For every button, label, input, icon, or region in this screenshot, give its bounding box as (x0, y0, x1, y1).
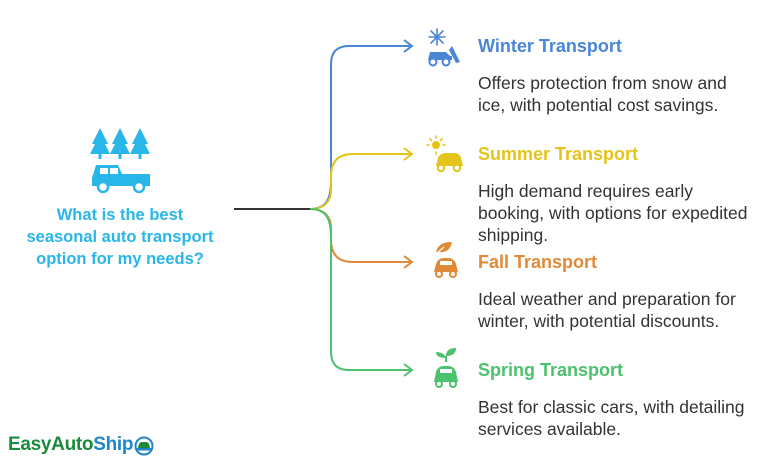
central-question: What is the best seasonal auto transport… (26, 206, 214, 268)
logo-part-ship: Ship (93, 434, 134, 455)
summer-arrowhead (403, 147, 414, 161)
fall-connector (309, 208, 410, 263)
fall-description: Ideal weather and preparation for winter… (478, 289, 736, 331)
sprout-car-icon (434, 348, 458, 388)
snow-truck-icon (428, 28, 460, 67)
spring-connector (309, 208, 410, 371)
logo-car-icon (134, 436, 154, 456)
fall-arrowhead (403, 255, 414, 269)
fall-title: Fall Transport (478, 252, 598, 272)
spring-title: Spring Transport (478, 360, 624, 380)
sun-car-icon (426, 135, 463, 173)
logo-part-easyauto: EasyAuto (8, 434, 94, 455)
winter-arrowhead (403, 39, 414, 53)
summer-title: Summer Transport (478, 144, 639, 164)
spring-arrowhead (403, 363, 414, 377)
winter-title: Winter Transport (478, 36, 622, 56)
summer-description: High demand requires early booking, with… (478, 181, 748, 245)
summer-connector (309, 153, 410, 210)
leaf-car-icon (434, 242, 458, 278)
winter-connector (309, 45, 410, 210)
logo-text: EasyAutoShip (8, 434, 134, 456)
trees-pickup-truck-icon (90, 128, 150, 194)
spring-description: Best for classic cars, with detailing se… (478, 397, 745, 439)
winter-description: Offers protection from snow and ice, wit… (478, 73, 727, 115)
